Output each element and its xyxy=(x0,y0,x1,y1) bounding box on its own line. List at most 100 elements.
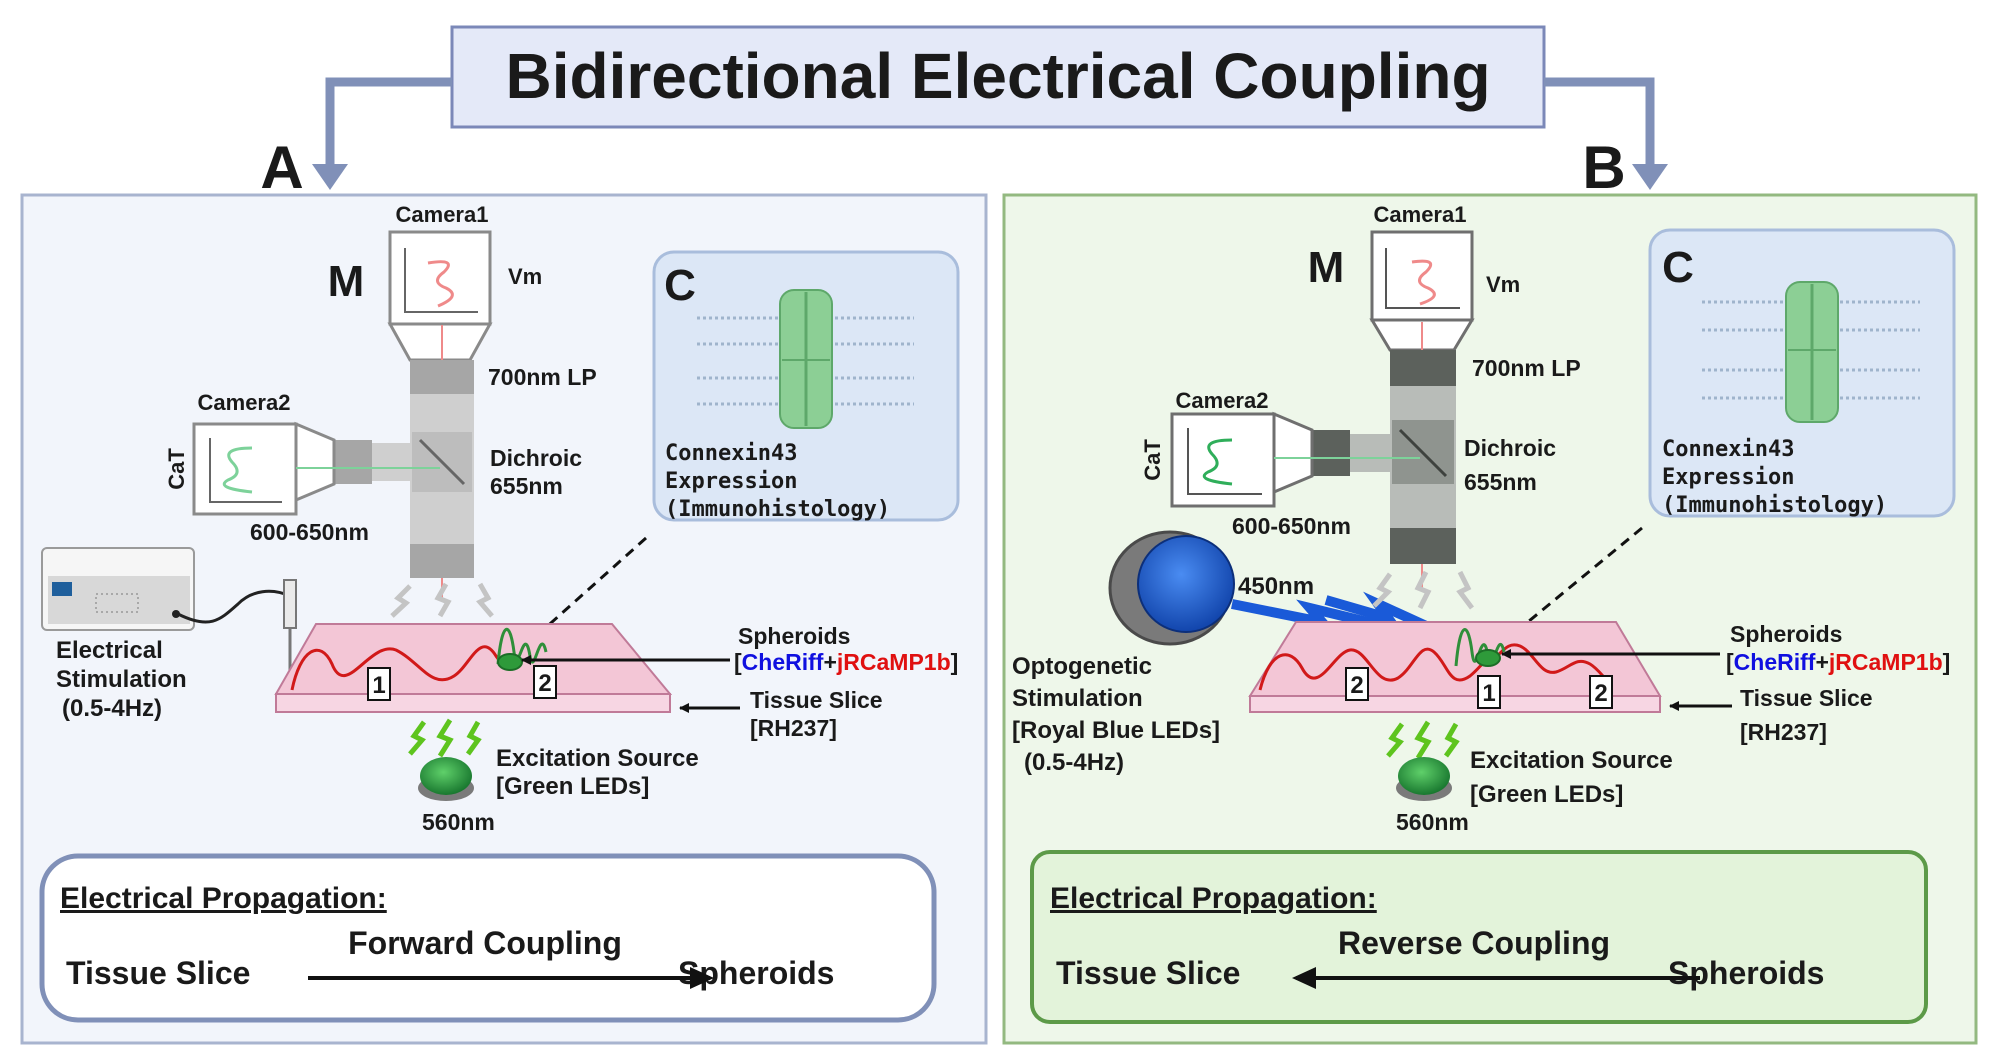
microscope-label-b: M xyxy=(1308,243,1345,292)
marker-2-right-b: 2 xyxy=(1594,680,1607,707)
stim-label-line2-b: Stimulation xyxy=(1012,685,1143,712)
microscope-b xyxy=(1170,230,1475,590)
coupling-label-a: Forward Coupling xyxy=(348,925,622,961)
objective-a xyxy=(410,544,474,578)
cat-trace-b xyxy=(1202,438,1233,486)
dichroic-label-b: Dichroic xyxy=(1464,435,1556,461)
vm-trace-b xyxy=(1411,259,1436,306)
marker-1-b: 1 xyxy=(1482,680,1495,707)
slice-signal-a xyxy=(290,645,513,691)
objective-b xyxy=(1390,528,1456,564)
cat-label-a: CaT xyxy=(164,448,189,490)
led-nm-label-b: 560nm xyxy=(1396,809,1469,835)
marker-2-left-box-b xyxy=(1345,667,1369,701)
stimulator-buttons-a xyxy=(95,593,139,613)
filter-600-650-b xyxy=(1312,430,1350,476)
green-leds-label-a: [Green LEDs] xyxy=(496,773,649,800)
excitation-ray-1-b xyxy=(1386,722,1405,758)
excitation-ray-2-b xyxy=(1414,720,1432,760)
marker-2-box-a xyxy=(533,665,557,699)
camera1-axes-b xyxy=(1385,248,1460,309)
coupling-label-b: Reverse Coupling xyxy=(1338,925,1610,961)
propagation-title-b: Electrical Propagation: xyxy=(1050,882,1377,915)
inset-letter-b: C xyxy=(1662,243,1694,292)
spheroid-signal-a xyxy=(496,628,548,665)
marker-1-box-a xyxy=(367,667,391,701)
bracket-close-a: ] xyxy=(951,649,959,675)
jrcamp-label-b: jRCaMP1b xyxy=(1828,649,1943,675)
stim-label-line1-b: Optogenetic xyxy=(1012,653,1152,680)
propagation-to-a: Spheroids xyxy=(678,955,834,991)
green-led-b xyxy=(1398,757,1450,795)
electrical-stimulator-a xyxy=(41,547,297,690)
microscope-a xyxy=(192,230,493,600)
bracket-open-a: [ xyxy=(734,649,742,675)
dichroic-label-a: Dichroic xyxy=(490,445,582,471)
expression-label-a: Expression xyxy=(665,469,797,494)
connexin-inset-a xyxy=(652,250,960,522)
spheroids-label-a: Spheroids xyxy=(738,623,850,649)
side-tube-a xyxy=(372,443,412,481)
stim-label-line1-a: Electrical xyxy=(56,637,163,664)
spheroids-label-b: Spheroids xyxy=(1730,621,1842,647)
green-led-a xyxy=(420,757,472,795)
title-box xyxy=(450,25,1546,129)
spheroid-a xyxy=(497,653,523,671)
slice-front-a xyxy=(275,693,671,713)
light-ray-3-a xyxy=(476,582,494,618)
light-ray-3-b xyxy=(1456,570,1474,610)
light-ray-2-a xyxy=(434,582,452,618)
immuno-label-a: (Immunohistology) xyxy=(665,497,890,522)
jrcamp-label-a: jRCaMP1b xyxy=(836,649,951,675)
inset-pointer-a xyxy=(513,536,647,658)
lp-label-b: 700nm LP xyxy=(1472,355,1581,381)
filter-700lp-a xyxy=(410,360,474,394)
propagation-to-b: Spheroids xyxy=(1668,955,1824,991)
vm-label-a: Vm xyxy=(508,264,542,289)
tissue-slice-a xyxy=(274,623,673,713)
page-title: Bidirectional Electrical Coupling xyxy=(505,40,1490,112)
opto-nm-label-b: 450nm xyxy=(1238,573,1314,600)
dichroic-mirror-a xyxy=(418,438,466,486)
cheriff-label-b: CheRiff xyxy=(1734,649,1816,675)
electrode-a xyxy=(283,579,297,629)
vm-label-b: Vm xyxy=(1486,272,1520,297)
expression-label-b: Expression xyxy=(1662,465,1794,490)
light-ray-1-b xyxy=(1372,572,1393,608)
light-ray-1-a xyxy=(390,584,412,618)
filter-700lp-b xyxy=(1390,350,1456,386)
connector-arrow-a xyxy=(325,77,452,168)
vm-trace-a xyxy=(427,260,454,308)
inset-letter-a: C xyxy=(664,261,696,310)
panel-a: M Camera1 Vm 700nm LP Camera2 CaT Dichro… xyxy=(20,193,988,1045)
stim-label-line2-a: Stimulation xyxy=(56,666,187,693)
propagation-from-a: Tissue Slice xyxy=(66,955,250,991)
spheroid-b xyxy=(1475,649,1501,667)
propagation-box-b xyxy=(1030,850,1928,1024)
camera2-axes-b xyxy=(1187,428,1262,495)
excitation-ray-3-b xyxy=(1443,722,1460,758)
stimulator-port-a xyxy=(172,610,180,618)
filter-600-650-a xyxy=(334,440,372,484)
microscope-label-a: M xyxy=(328,257,365,306)
dichroic-nm-label-b: 655nm xyxy=(1464,469,1537,495)
bandpass-label-a: 600-650nm xyxy=(250,519,369,545)
stim-label-line3-b: [Royal Blue LEDs] xyxy=(1012,717,1220,744)
inset-pointer-b xyxy=(1505,526,1643,642)
cat-trace-a xyxy=(222,446,253,494)
panel-b: M Camera1 Vm 700nm LP Camera2 CaT Dichro… xyxy=(1002,193,1978,1045)
excitation-ray-2-a xyxy=(436,718,454,758)
blue-light-ray-1-b xyxy=(1231,599,1394,633)
stimulator-cable-a xyxy=(177,589,291,624)
spheroid-constructs-b: [CheRiff+jRCaMP1b] xyxy=(1726,649,1950,675)
tissue-slice-label-a: Tissue Slice xyxy=(750,687,883,713)
camera1-label-a: Camera1 xyxy=(396,202,489,227)
connexin-label-b: Connexin43 xyxy=(1662,437,1794,462)
cheriff-label-a: CheRiff xyxy=(742,649,824,675)
slice-signal-b xyxy=(1258,643,1613,691)
marker-2-left-b: 2 xyxy=(1350,672,1363,699)
bracket-close-b: ] xyxy=(1943,649,1951,675)
green-leds-label-b: [Green LEDs] xyxy=(1470,781,1623,808)
bandpass-label-b: 600-650nm xyxy=(1232,513,1351,539)
excitation-label-a: Excitation Source xyxy=(496,745,699,772)
